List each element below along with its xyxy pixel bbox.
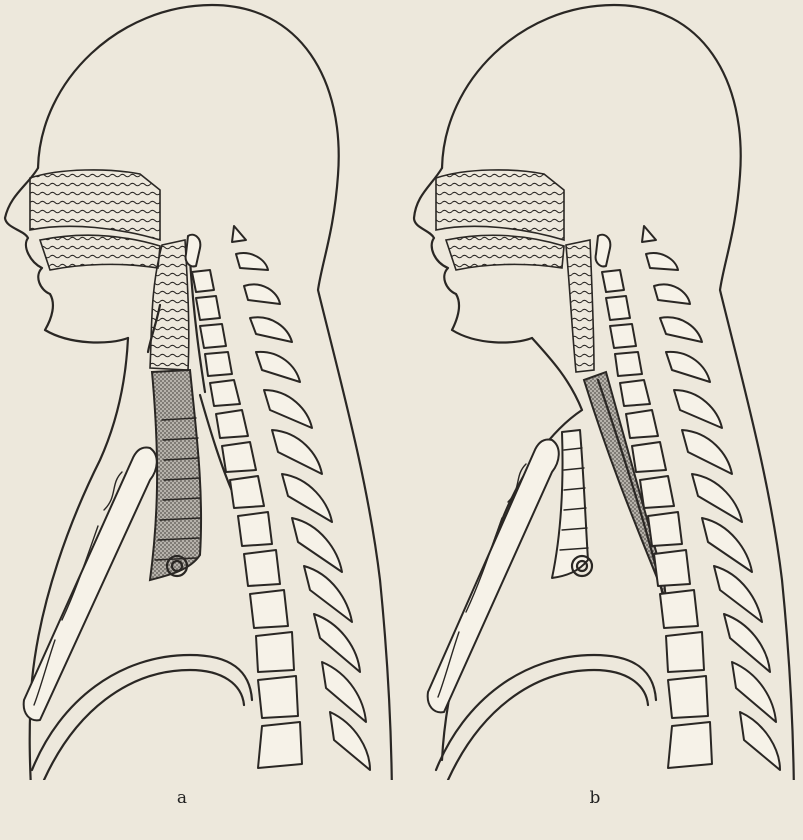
head-outline bbox=[442, 5, 794, 780]
trachea bbox=[150, 370, 201, 580]
panel-a-label: a bbox=[162, 788, 202, 808]
nasal-cavity bbox=[30, 170, 160, 240]
oral-cavity bbox=[446, 235, 564, 270]
nasal-cavity bbox=[436, 170, 564, 240]
pharynx-column bbox=[566, 240, 594, 372]
diaphragm bbox=[32, 655, 252, 770]
oral-cavity bbox=[40, 235, 160, 270]
diaphragm bbox=[436, 655, 656, 770]
panel-a-drawing bbox=[0, 0, 400, 780]
panel-b-label: b bbox=[575, 788, 615, 808]
sternum bbox=[428, 440, 559, 713]
panel-b-drawing bbox=[402, 0, 802, 780]
sternum bbox=[24, 448, 157, 721]
spine-vertebrae bbox=[186, 235, 302, 768]
